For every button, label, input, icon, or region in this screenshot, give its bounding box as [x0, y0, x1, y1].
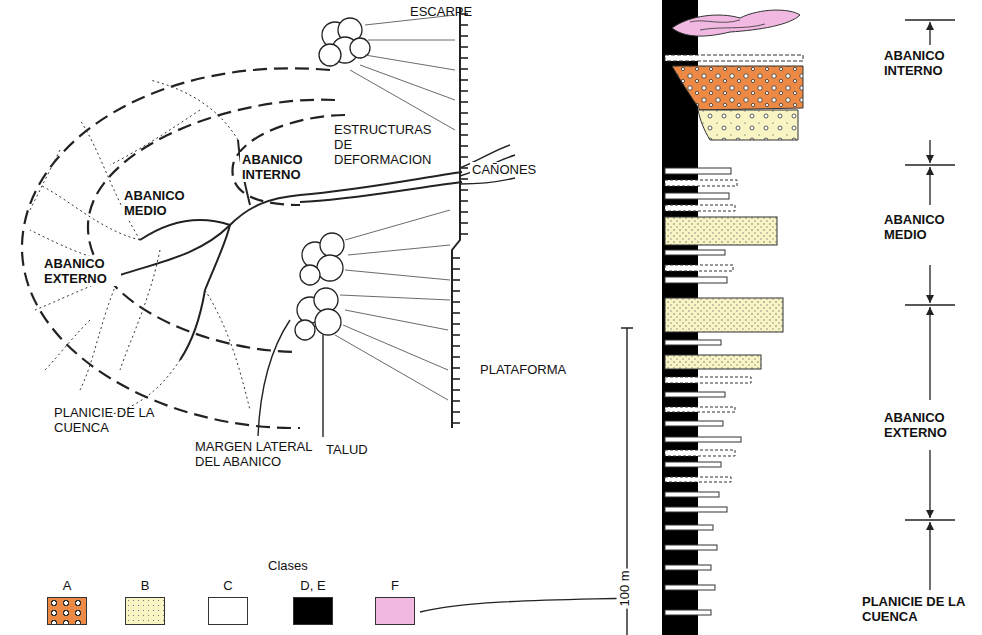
- legend-item: D, E: [293, 578, 333, 625]
- zone-label: ABANICO INTERNO: [240, 152, 329, 182]
- feature-label: ESCARPE: [410, 4, 472, 19]
- feature-label: Clases: [268, 558, 308, 573]
- legend-text: C: [208, 578, 248, 593]
- legend-item: A: [47, 578, 87, 625]
- zone-label: ABANICO EXTERNO: [882, 410, 966, 440]
- feature-label: MARGEN LATERAL DEL ABANICO: [193, 439, 317, 469]
- zone-label: ABANICO EXTERNO: [42, 256, 121, 286]
- legend-text: D, E: [293, 578, 333, 593]
- feature-label: PLANICIE DE LA CUENCA: [54, 405, 154, 435]
- zone-label: ABANICO MEDIO: [122, 188, 196, 218]
- legend-item: B: [125, 578, 165, 625]
- legend-swatch: [293, 597, 333, 625]
- legend-text: B: [125, 578, 165, 593]
- feature-label: CAÑONES: [470, 162, 538, 177]
- legend-swatch: [208, 597, 248, 625]
- feature-label: ESTRUCTURAS DE DEFORMACION: [334, 122, 434, 167]
- legend-swatch: [375, 597, 415, 625]
- legend-text: F: [375, 578, 415, 593]
- legend-item: C: [208, 578, 248, 625]
- feature-label: 100 m: [617, 568, 632, 608]
- zone-label: ABANICO INTERNO: [882, 48, 966, 78]
- feature-label: PLATAFORMA: [480, 362, 566, 377]
- legend-swatch: [125, 597, 165, 625]
- feature-label: TALUD: [326, 442, 368, 457]
- zone-label: PLANICIE DE LA CUENCA: [862, 594, 972, 624]
- legend-text: A: [47, 578, 87, 593]
- legend-swatch: [47, 597, 87, 625]
- legend-item: F: [375, 578, 415, 625]
- zone-label: ABANICO MEDIO: [882, 212, 966, 242]
